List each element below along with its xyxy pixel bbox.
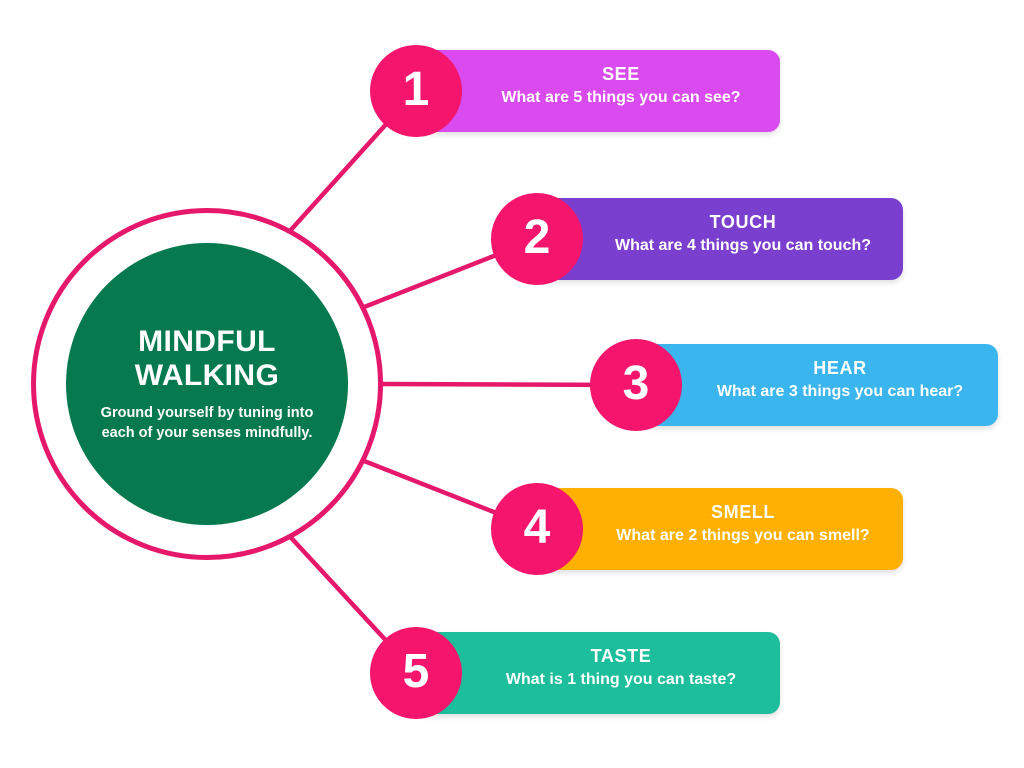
step-badge-5[interactable]: 5 (370, 627, 462, 719)
step-row-3[interactable]: HEAR What are 3 things you can hear? 3 (590, 339, 998, 431)
step-text-4: SMELL What are 2 things you can smell? (583, 483, 903, 565)
step-number-5: 5 (402, 645, 430, 698)
step-description-3: What are 3 things you can hear? (716, 383, 964, 401)
step-number-1: 1 (402, 63, 430, 116)
step-text-5: TASTE What is 1 thing you can taste? (462, 627, 780, 709)
step-number-3: 3 (622, 357, 650, 410)
step-title-5: TASTE (590, 645, 652, 666)
hub-title-line-1: MINDFUL (138, 324, 276, 358)
step-number-2: 2 (523, 211, 551, 264)
step-title-3: HEAR (813, 357, 867, 378)
step-title-4: SMELL (711, 501, 775, 522)
step-description-2: What are 4 things you can touch? (614, 237, 872, 255)
step-text-2: TOUCH What are 4 things you can touch? (583, 193, 903, 275)
central-hub: MINDFUL WALKING Ground yourself by tunin… (31, 208, 383, 560)
step-text-3: HEAR What are 3 things you can hear? (682, 339, 998, 421)
step-badge-3[interactable]: 3 (590, 339, 682, 431)
step-description-5: What is 1 thing you can taste? (505, 671, 737, 689)
step-row-1[interactable]: SEE What are 5 things you can see? 1 (370, 45, 780, 137)
hub-title: MINDFUL WALKING (135, 325, 279, 392)
step-text-1: SEE What are 5 things you can see? (462, 45, 780, 127)
step-pill-4[interactable] (537, 488, 903, 570)
step-description-4: What are 2 things you can smell? (616, 527, 870, 545)
step-badge-4[interactable]: 4 (491, 483, 583, 575)
step-description-1: What are 5 things you can see? (501, 89, 741, 107)
step-pill-3[interactable] (636, 344, 998, 426)
step-badge-2[interactable]: 2 (491, 193, 583, 285)
step-pill-2[interactable] (537, 198, 903, 280)
step-title-1: SEE (602, 63, 640, 84)
hub-subtitle: Ground yourself by tuning into each of y… (100, 405, 314, 441)
step-pill-1[interactable] (416, 50, 780, 132)
hub-title-line-2: WALKING (134, 358, 280, 392)
step-badge-1[interactable]: 1 (370, 45, 462, 137)
hub-disc: MINDFUL WALKING Ground yourself by tunin… (66, 243, 348, 525)
step-row-4[interactable]: SMELL What are 2 things you can smell? 4 (491, 483, 903, 575)
step-number-4: 4 (523, 501, 551, 554)
step-pill-5[interactable] (416, 632, 780, 714)
step-row-2[interactable]: TOUCH What are 4 things you can touch? 2 (491, 193, 903, 285)
step-row-5[interactable]: TASTE What is 1 thing you can taste? 5 (370, 627, 780, 719)
step-title-2: TOUCH (709, 211, 777, 232)
